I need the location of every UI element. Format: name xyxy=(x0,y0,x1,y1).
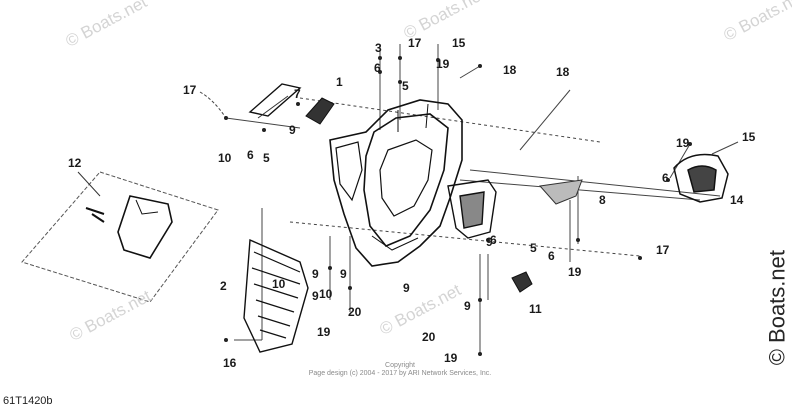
callout-label: 12 xyxy=(68,156,82,170)
callout-label: 20 xyxy=(422,330,436,344)
leader-lines xyxy=(199,44,739,356)
callout-label: 15 xyxy=(742,130,756,144)
callout-label: 3 xyxy=(375,41,382,55)
callout-label: 20 xyxy=(348,305,362,319)
fastener-markers xyxy=(224,56,692,356)
callout-label: 17 xyxy=(183,83,197,97)
bracket-part xyxy=(305,97,335,125)
callout-label: 6 xyxy=(247,148,254,162)
side-pod xyxy=(447,179,497,239)
main-console-body xyxy=(329,99,463,267)
side-trim-strip xyxy=(248,83,302,119)
floor-mat-panel xyxy=(21,171,219,303)
callout-label: 9 xyxy=(340,267,347,281)
copyright-line: Page design (c) 2004 - 2017 by ARI Netwo… xyxy=(308,370,492,378)
callout-label: 19 xyxy=(436,57,450,71)
callout-label: 19 xyxy=(317,325,331,339)
callout-label: 5 xyxy=(263,151,270,165)
callout-label: 1 xyxy=(336,75,343,89)
callout-label: 6 xyxy=(548,249,555,263)
callout-label: 9 xyxy=(486,235,493,249)
callout-label: 18 xyxy=(556,65,570,79)
callout-label: 11 xyxy=(529,302,542,316)
diagram-part-code: 61T1420b xyxy=(3,395,53,407)
callout-label: 6 xyxy=(662,171,669,185)
rear-cover xyxy=(673,153,729,203)
callout-label: 9 xyxy=(403,281,410,295)
callout-label: 10 xyxy=(218,151,232,165)
callout-label: 19 xyxy=(568,265,582,279)
callout-label: 5 xyxy=(530,241,537,255)
callout-label: 9 xyxy=(312,267,319,281)
callout-label: 6 xyxy=(490,233,497,247)
callout-label: 17 xyxy=(656,243,670,257)
callout-label: 6 xyxy=(374,61,381,75)
callout-label: 15 xyxy=(452,36,466,50)
callout-label: 19 xyxy=(444,351,458,365)
front-grille xyxy=(243,238,309,353)
copyright-notice: Copyright Page design (c) 2004 - 2017 by… xyxy=(280,362,520,378)
right-trim xyxy=(539,179,583,205)
callout-label: 8 xyxy=(599,193,606,207)
callout-label: 17 xyxy=(408,36,422,50)
callout-label: 9 xyxy=(289,123,296,137)
callout-label: 16 xyxy=(223,356,237,370)
callout-label: 9 xyxy=(464,299,471,313)
callout-label: 14 xyxy=(730,193,744,207)
watermark-brand: © Boats.net xyxy=(764,250,789,366)
callout-label: 2 xyxy=(220,279,227,293)
callout-label: 10 xyxy=(272,277,286,291)
callout-label: 19 xyxy=(676,136,690,150)
small-clip-part xyxy=(511,271,533,293)
callout-label: 10 xyxy=(319,287,333,301)
callout-label: 9 xyxy=(312,289,319,303)
copyright-line: Copyright xyxy=(385,362,415,369)
callout-label: 7 xyxy=(294,87,301,101)
callout-label: 18 xyxy=(503,63,517,77)
callout-label: 5 xyxy=(402,79,409,93)
